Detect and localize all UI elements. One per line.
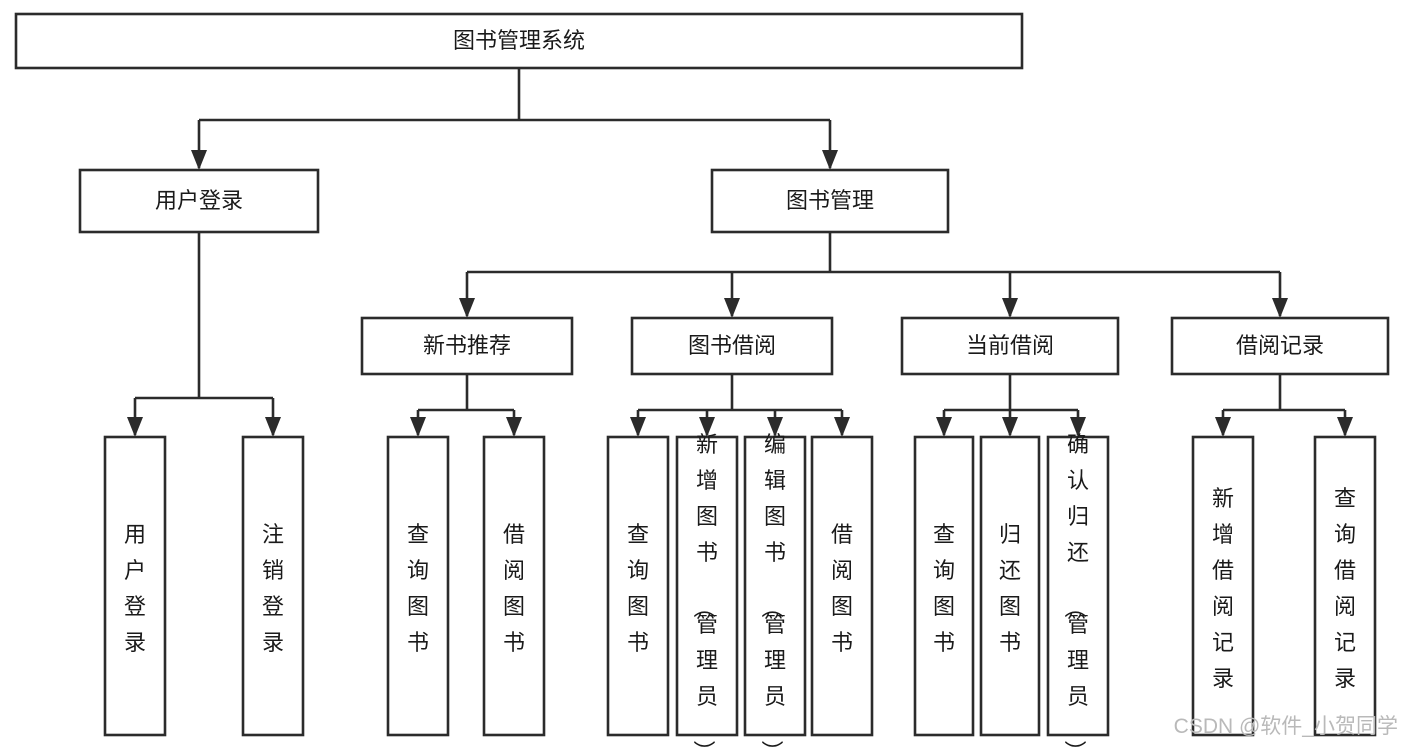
arrow-head-icon (459, 298, 475, 318)
node-new-book-recommend[interactable]: 新书推荐 (360, 316, 574, 376)
node-label: 查询图书 (627, 522, 649, 655)
node-box (482, 435, 546, 737)
node-logout-1[interactable]: 注销登录 (241, 435, 305, 737)
arrow-head-icon (724, 298, 740, 318)
arrow-head-icon (767, 417, 783, 437)
arrow-head-icon (699, 417, 715, 437)
node-box (1170, 316, 1390, 376)
arrow-head-icon (265, 417, 281, 437)
node-box (630, 316, 834, 376)
node-box (913, 435, 975, 737)
node-label: 当前借阅 (966, 333, 1054, 358)
node-box (810, 435, 874, 737)
node-label: 图书借阅 (688, 333, 776, 358)
node-box (710, 168, 950, 234)
arrow-head-icon (410, 417, 426, 437)
node-label: 归还图书 (999, 522, 1021, 655)
nodes-layer: 图书管理系统用户登录图书管理新书推荐图书借阅当前借阅借阅记录用户登录注销登录查询… (14, 12, 1390, 747)
arrow-head-icon (191, 150, 207, 170)
node-label: 查询图书 (407, 522, 429, 655)
node-box (103, 435, 167, 737)
arrow-head-icon (1002, 417, 1018, 437)
node-box (900, 316, 1120, 376)
node-box (78, 168, 320, 234)
node-label: 查询图书 (933, 522, 955, 655)
node-query-book-2[interactable]: 查询图书 (386, 435, 450, 737)
node-label: 确认归还（管理员） (1062, 432, 1089, 747)
node-box (675, 435, 739, 737)
node-box (1313, 435, 1377, 737)
node-query-book-4[interactable]: 查询图书 (606, 435, 670, 737)
arrow-head-icon (1215, 417, 1231, 437)
node-confirm-return-admin-10[interactable]: 确认归还（管理员） (1046, 432, 1110, 747)
connectors-layer (127, 68, 1353, 437)
node-label: 用户登录 (155, 188, 243, 213)
arrow-head-icon (1002, 298, 1018, 318)
node-query-borrow-record-12[interactable]: 查询借阅记录 (1313, 435, 1377, 737)
node-book-management[interactable]: 图书管理 (710, 168, 950, 234)
node-box (979, 435, 1041, 737)
node-add-book-admin-5[interactable]: 新增图书（管理员） (675, 432, 739, 747)
node-label: 注销登录 (262, 522, 284, 655)
node-book-borrow[interactable]: 图书借阅 (630, 316, 834, 376)
arrow-head-icon (834, 417, 850, 437)
node-box (386, 435, 450, 737)
node-label: 查询借阅记录 (1334, 486, 1356, 691)
node-user-login-0[interactable]: 用户登录 (103, 435, 167, 737)
node-box (1046, 435, 1110, 737)
arrow-head-icon (506, 417, 522, 437)
node-box (743, 435, 807, 737)
csdn-watermark: CSDN @软件_小贺同学 (1174, 715, 1398, 738)
node-box (360, 316, 574, 376)
node-label: 借阅图书 (503, 522, 525, 655)
arrow-head-icon (936, 417, 952, 437)
arrow-head-icon (1337, 417, 1353, 437)
node-borrow-book-7[interactable]: 借阅图书 (810, 435, 874, 737)
node-label: 新增借阅记录 (1212, 486, 1234, 691)
node-label: 新书推荐 (423, 333, 511, 358)
node-label: 编辑图书（管理员） (759, 432, 786, 747)
arrow-head-icon (127, 417, 143, 437)
node-box (14, 12, 1024, 70)
node-edit-book-admin-6[interactable]: 编辑图书（管理员） (743, 432, 807, 747)
arrow-head-icon (1070, 417, 1086, 437)
arrow-head-icon (630, 417, 646, 437)
node-label: 借阅记录 (1236, 333, 1324, 358)
node-label: 借阅图书 (831, 522, 853, 655)
node-label: 图书管理 (786, 188, 874, 213)
node-user-login[interactable]: 用户登录 (78, 168, 320, 234)
node-box (606, 435, 670, 737)
node-borrow-record[interactable]: 借阅记录 (1170, 316, 1390, 376)
node-return-book-9[interactable]: 归还图书 (979, 435, 1041, 737)
node-book-management-system[interactable]: 图书管理系统 (14, 12, 1024, 70)
arrow-head-icon (1272, 298, 1288, 318)
node-box (241, 435, 305, 737)
node-add-borrow-record-11[interactable]: 新增借阅记录 (1191, 435, 1255, 737)
arrow-head-icon (822, 150, 838, 170)
node-label: 用户登录 (124, 522, 146, 655)
node-current-borrow[interactable]: 当前借阅 (900, 316, 1120, 376)
node-label: 新增图书（管理员） (691, 432, 718, 747)
node-query-book-8[interactable]: 查询图书 (913, 435, 975, 737)
node-label: 图书管理系统 (453, 28, 585, 53)
node-borrow-book-3[interactable]: 借阅图书 (482, 435, 546, 737)
node-box (1191, 435, 1255, 737)
